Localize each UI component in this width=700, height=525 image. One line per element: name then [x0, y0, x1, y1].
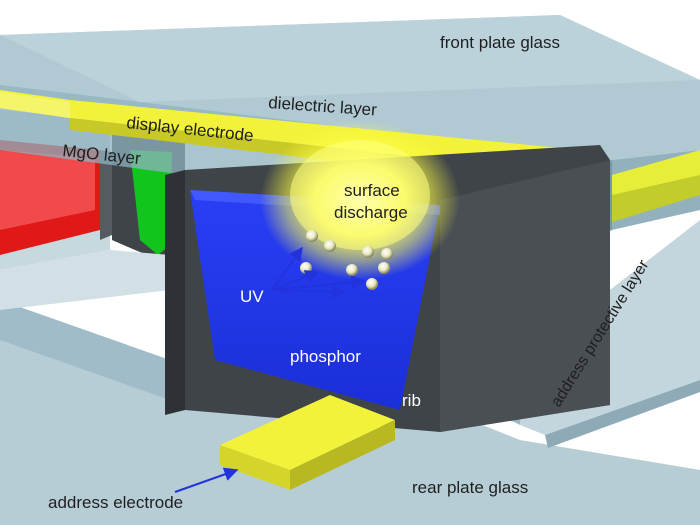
address-electrode	[220, 395, 395, 490]
address-electrode-arrow	[174, 467, 239, 493]
label-phosphor: phosphor	[290, 347, 361, 366]
label-rear-plate-glass: rear plate glass	[412, 478, 528, 497]
label-front-plate-glass: front plate glass	[440, 33, 560, 52]
label-surface-discharge-line2: discharge	[334, 203, 408, 222]
label-surface-discharge-line1: surface	[344, 181, 400, 200]
green-phosphor-cell	[130, 150, 172, 255]
uv-arrows	[271, 246, 366, 299]
label-rib: rib	[402, 391, 421, 410]
label-address-electrode: address electrode	[48, 493, 183, 512]
label-uv: UV	[240, 287, 264, 306]
